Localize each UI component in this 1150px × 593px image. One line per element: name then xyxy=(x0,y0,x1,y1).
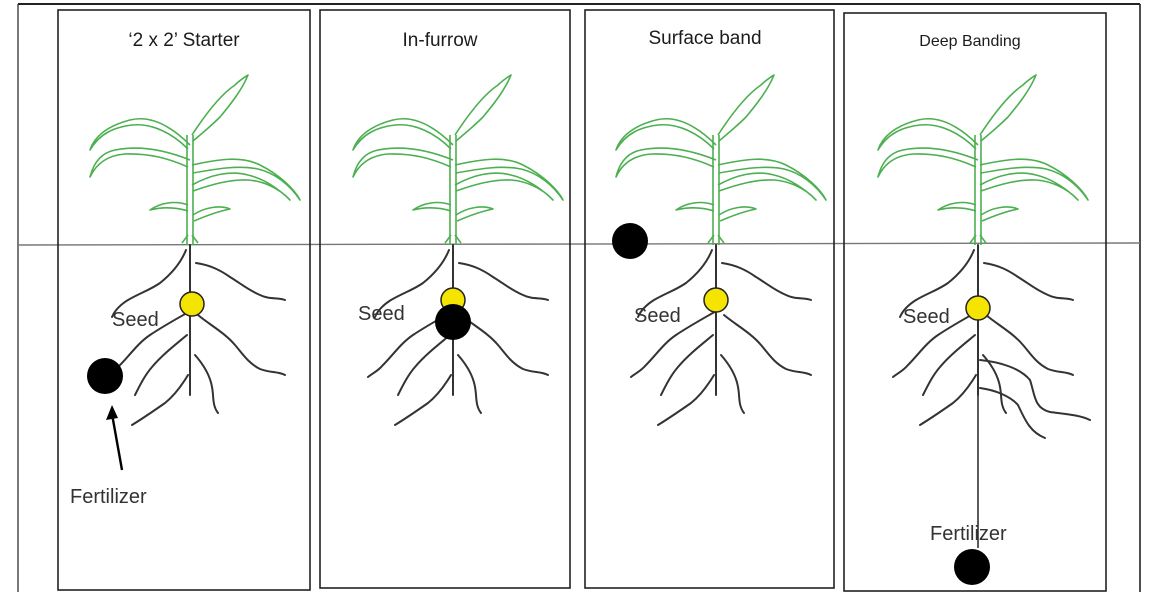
corn-plant xyxy=(878,75,1088,425)
seed-marker xyxy=(704,288,728,312)
seed-label: Seed xyxy=(358,303,405,325)
seed-marker xyxy=(180,292,204,316)
panel-title: Deep Banding xyxy=(919,33,1020,50)
seed-label: Seed xyxy=(634,305,681,327)
corn-plant xyxy=(353,75,563,425)
panel-title: In-furrow xyxy=(403,30,478,51)
fertilizer-marker xyxy=(954,549,990,585)
seed-marker xyxy=(966,296,990,320)
panel-surface-band: Surface band Seed xyxy=(585,10,834,588)
panel-title: Surface band xyxy=(648,28,761,49)
panel-2x2-starter: ‘2 x 2’ Starter Seed Fertilizer xyxy=(58,10,310,590)
arrow-head xyxy=(106,405,118,420)
corn-plant xyxy=(616,75,826,425)
seed-label: Seed xyxy=(112,309,159,331)
fertilizer-marker xyxy=(435,304,471,340)
fertilizer-arrow xyxy=(112,414,122,470)
fertilizer-marker xyxy=(87,358,123,394)
fertilizer-marker xyxy=(612,223,648,259)
panel-in-furrow: In-furrow Seed xyxy=(320,10,570,588)
panel-title: ‘2 x 2’ Starter xyxy=(128,30,240,51)
fertilizer-label: Fertilizer xyxy=(70,486,147,508)
fertilizer-label: Fertilizer xyxy=(930,523,1007,545)
extra-root xyxy=(980,360,1090,420)
seed-label: Seed xyxy=(903,306,950,328)
panel-deep-banding: Deep Banding Seed Fertilizer xyxy=(844,13,1106,591)
